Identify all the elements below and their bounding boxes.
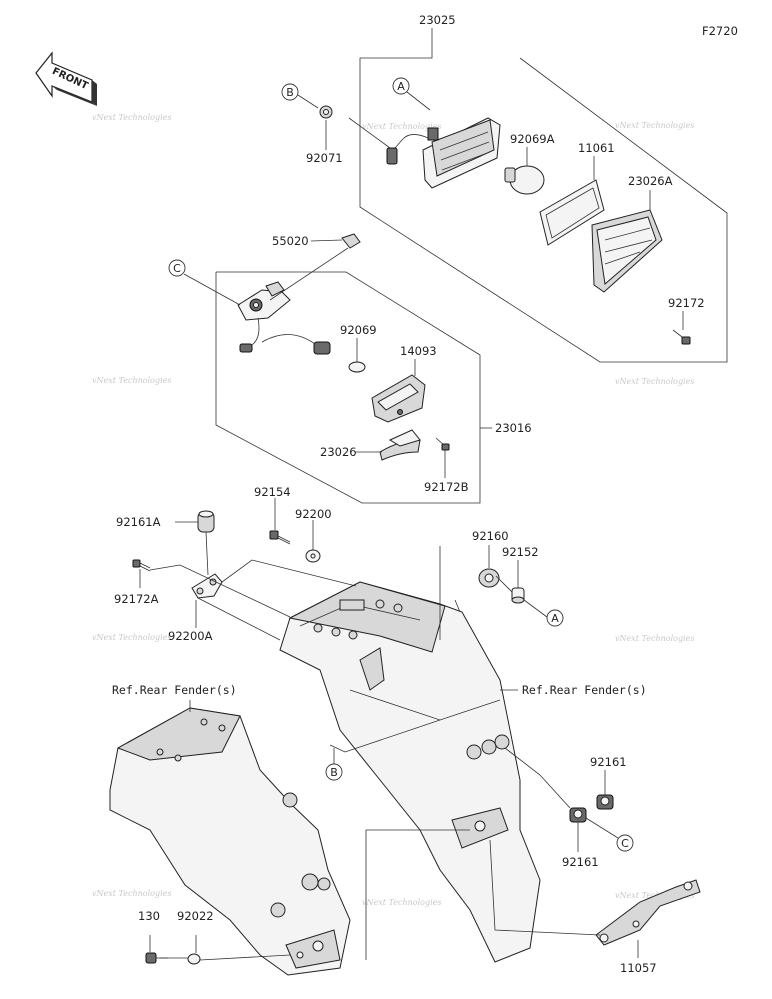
watermark: vNext Technologies [92, 113, 171, 122]
watermark: vNext Technologies [362, 122, 441, 131]
housing-14093 [371, 374, 426, 423]
part-label-92160: 92160 [472, 529, 509, 543]
fender-hardware [132, 510, 701, 965]
svg-text:A: A [397, 80, 405, 93]
watermark: vNext Technologies [92, 889, 171, 898]
screw-92172 [672, 329, 691, 345]
bolt-92154 [269, 530, 291, 545]
part-label-23016: 23016 [495, 421, 532, 435]
tail-light-housing [422, 117, 501, 189]
part-label-92154: 92154 [254, 485, 291, 499]
part-label-55020: 55020 [272, 234, 309, 248]
part-label-130: 130 [138, 909, 160, 923]
bulb-92069a [504, 165, 545, 195]
license-light-assembly-group [215, 233, 492, 504]
lens-23026a [591, 209, 663, 293]
svg-text:A: A [551, 612, 559, 625]
callout-a-upper: A [392, 77, 431, 111]
ref-rear-fender-right: Ref.Rear Fender(s) [522, 683, 647, 697]
part-label-92200: 92200 [295, 507, 332, 521]
svg-text:B: B [330, 766, 338, 779]
part-label-92172b: 92172B [424, 480, 469, 494]
part-label-14093: 14093 [400, 344, 437, 358]
washer-92022 [187, 953, 201, 965]
rear-fender-main [279, 546, 541, 963]
watermark: vNext Technologies [92, 376, 171, 385]
license-light-wire [239, 317, 331, 355]
watermark: vNext Technologies [92, 633, 171, 642]
bulb-92069 [348, 361, 366, 373]
tail-light-assembly-group [319, 40, 728, 363]
lens-23026 [379, 429, 421, 461]
license-light-bracket [237, 281, 291, 321]
screw-92172b [435, 437, 450, 451]
washer-92200 [305, 549, 321, 563]
damper-92160 [478, 568, 500, 588]
part-label-92071: 92071 [306, 151, 343, 165]
part-label-92161a: 92161A [116, 515, 161, 529]
callout-c-upper: C [168, 259, 241, 306]
part-label-92172a: 92172A [114, 592, 159, 606]
gasket-11061 [539, 179, 605, 246]
watermark: vNext Technologies [362, 898, 441, 907]
collar-92152 [511, 587, 525, 604]
part-label-23025: 23025 [419, 13, 456, 27]
part-label-92172: 92172 [668, 296, 705, 310]
part-label-11061: 11061 [578, 141, 615, 155]
part-label-92152: 92152 [502, 545, 539, 559]
bracket-11057 [595, 879, 701, 946]
front-arrow-icon: FRONT [35, 51, 97, 106]
rear-fender-inner [109, 707, 351, 976]
part-label-92069: 92069 [340, 323, 377, 337]
part-label-92161-bottom: 92161 [562, 855, 599, 869]
watermark: vNext Technologies [615, 121, 694, 130]
ref-rear-fender-left: Ref.Rear Fender(s) [112, 683, 237, 697]
svg-text:C: C [173, 262, 181, 275]
callout-a-lower: A [546, 609, 564, 627]
nut-92161-bottom [569, 807, 587, 823]
part-label-23026: 23026 [320, 445, 357, 459]
grommet-92071 [319, 105, 333, 119]
watermark: vNext Technologies [615, 634, 694, 643]
part-label-92022: 92022 [177, 909, 214, 923]
svg-text:B: B [286, 86, 294, 99]
callout-b-lower: B [325, 748, 343, 781]
diagram-code: F2720 [702, 24, 738, 38]
callout-b-upper: B [281, 83, 319, 109]
bushing-92161a [197, 510, 215, 533]
part-label-92069a: 92069A [510, 132, 555, 146]
part-label-11057: 11057 [620, 961, 657, 975]
clamp-55020 [269, 233, 361, 301]
screw-92172a [132, 559, 151, 572]
part-label-23026a: 23026A [628, 174, 673, 188]
part-label-92161-top: 92161 [590, 755, 627, 769]
leader-lines-lower [139, 498, 639, 961]
part-label-92200a: 92200A [168, 629, 213, 643]
svg-text:C: C [621, 837, 629, 850]
callout-c-lower: C [616, 834, 634, 852]
socket-wire [348, 117, 429, 165]
watermark: vNext Technologies [615, 377, 694, 386]
nut-92161-top [596, 794, 614, 810]
